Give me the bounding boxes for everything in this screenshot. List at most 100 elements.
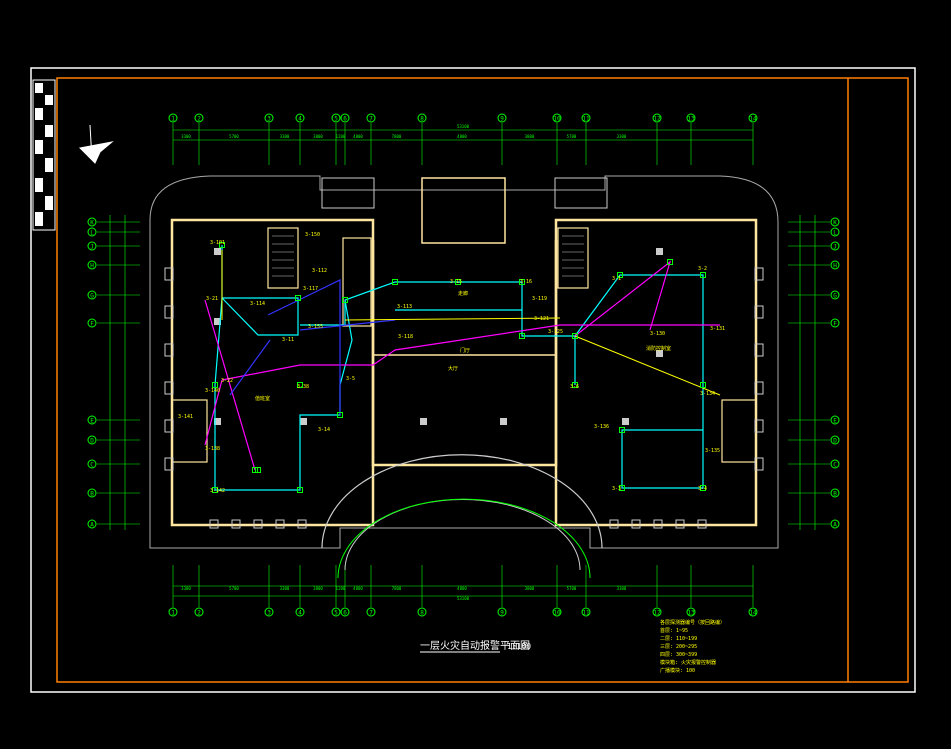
axis-label: J xyxy=(833,244,837,251)
window-mark xyxy=(631,519,641,529)
axis-label: 5 xyxy=(334,610,338,617)
devices-layer xyxy=(212,242,706,493)
axis-bubble xyxy=(652,607,662,617)
smoke-detector-icon xyxy=(667,259,673,265)
dimension-text: 3300 xyxy=(280,134,290,139)
axis-label: K xyxy=(833,220,837,227)
window-mark xyxy=(164,343,174,357)
north-entrance xyxy=(421,177,506,244)
axis-label: 8 xyxy=(420,116,424,123)
device-label: 3-14 xyxy=(318,427,330,433)
axis-label: L xyxy=(90,230,94,237)
window-mark xyxy=(164,267,174,281)
smoke-detector-icon xyxy=(455,279,461,285)
window-mark xyxy=(697,519,707,529)
axis-bubble xyxy=(686,113,696,123)
window-mark xyxy=(297,519,307,529)
window-mark xyxy=(754,457,764,471)
outer-frame xyxy=(30,67,916,693)
legend-line: 广播模块: 100 xyxy=(660,667,695,674)
smoke-detector-icon xyxy=(297,382,303,388)
axis-bubble xyxy=(87,290,97,300)
detector-wire xyxy=(339,281,576,386)
window-mark xyxy=(675,519,685,529)
column xyxy=(420,418,427,425)
axis-bubble xyxy=(830,459,840,469)
axis-label: J xyxy=(90,244,94,251)
dimension-text: 4800 xyxy=(353,586,363,591)
north-arrow-icon xyxy=(78,124,114,164)
axis-bubble xyxy=(417,113,427,123)
axis-bubble xyxy=(264,607,274,617)
window-mark xyxy=(754,305,764,319)
smoke-detector-icon xyxy=(619,485,625,491)
axis-label: 8 xyxy=(420,610,424,617)
site-outline xyxy=(149,175,779,549)
axis-bubble xyxy=(331,607,341,617)
axis-bubble xyxy=(497,607,507,617)
window-mark xyxy=(164,419,174,433)
dimension-text: 7800 xyxy=(392,134,402,139)
axis-bubble xyxy=(552,113,562,123)
axis-label: D xyxy=(90,438,94,445)
dimension-text: 3800 xyxy=(525,586,535,591)
device-label: 3-11 xyxy=(282,337,294,343)
window-mark xyxy=(164,457,174,471)
binding-strip xyxy=(32,79,56,231)
smoke-detector-icon xyxy=(519,279,525,285)
device-label: 3-114 xyxy=(250,301,265,307)
dimension-text: 3300 xyxy=(617,586,627,591)
device-label: 3-118 xyxy=(398,334,413,340)
entrance-curve xyxy=(337,498,591,579)
window-mark xyxy=(609,519,619,529)
smoke-detector-icon xyxy=(700,272,706,278)
signal-wire xyxy=(267,279,341,415)
north-room-right xyxy=(554,177,608,209)
axis-label: H xyxy=(90,263,94,270)
device-label: 3-141 xyxy=(178,414,193,420)
dimension-text: 4800 xyxy=(457,134,467,139)
axis-bubble xyxy=(87,241,97,251)
axis-bubble xyxy=(331,113,341,123)
smoke-detector-icon xyxy=(212,487,218,493)
power-wire xyxy=(574,335,721,396)
device-label: 3-136 xyxy=(594,424,609,430)
device-label: 3-21 xyxy=(206,296,218,302)
window-mark xyxy=(164,305,174,319)
axis-label: 13 xyxy=(687,116,695,123)
building-outline xyxy=(149,175,779,579)
legend-line: 二层: 110~199 xyxy=(660,636,697,642)
axis-bubble xyxy=(830,435,840,445)
axis-label: K xyxy=(90,220,94,227)
room-label: 门厅 xyxy=(460,347,470,354)
drawing-title: 一层火灾自动报警平面图 xyxy=(420,639,530,652)
device-label: 3-135 xyxy=(705,448,720,454)
axis-label: 7 xyxy=(369,610,373,617)
axis-bubble xyxy=(87,318,97,328)
smoke-detector-icon xyxy=(700,485,706,491)
smoke-detector-icon xyxy=(700,382,706,388)
axis-bubble xyxy=(366,607,376,617)
axis-bubble xyxy=(87,217,97,227)
axis-label: 7 xyxy=(369,116,373,123)
smoke-detector-icon xyxy=(342,297,348,303)
column xyxy=(300,418,307,425)
axis-label: 1 xyxy=(171,116,175,123)
axis-bubble xyxy=(830,318,840,328)
window-mark xyxy=(653,519,663,529)
axis-label: F xyxy=(833,321,837,328)
dimension-text: 3300 xyxy=(280,586,290,591)
axis-label: G xyxy=(90,293,94,300)
column xyxy=(622,418,629,425)
smoke-detector-icon xyxy=(617,272,623,278)
axis-label: B xyxy=(833,491,837,498)
smoke-detector-icon xyxy=(619,427,625,433)
axis-label: 9 xyxy=(500,610,504,617)
axis-bubble xyxy=(686,607,696,617)
axis-label: 13 xyxy=(687,610,695,617)
signal-wire xyxy=(299,319,396,331)
legend-line: 首层: 1~95 xyxy=(660,627,688,634)
axis-label: 3 xyxy=(267,610,271,617)
axis-bubble xyxy=(168,113,178,123)
